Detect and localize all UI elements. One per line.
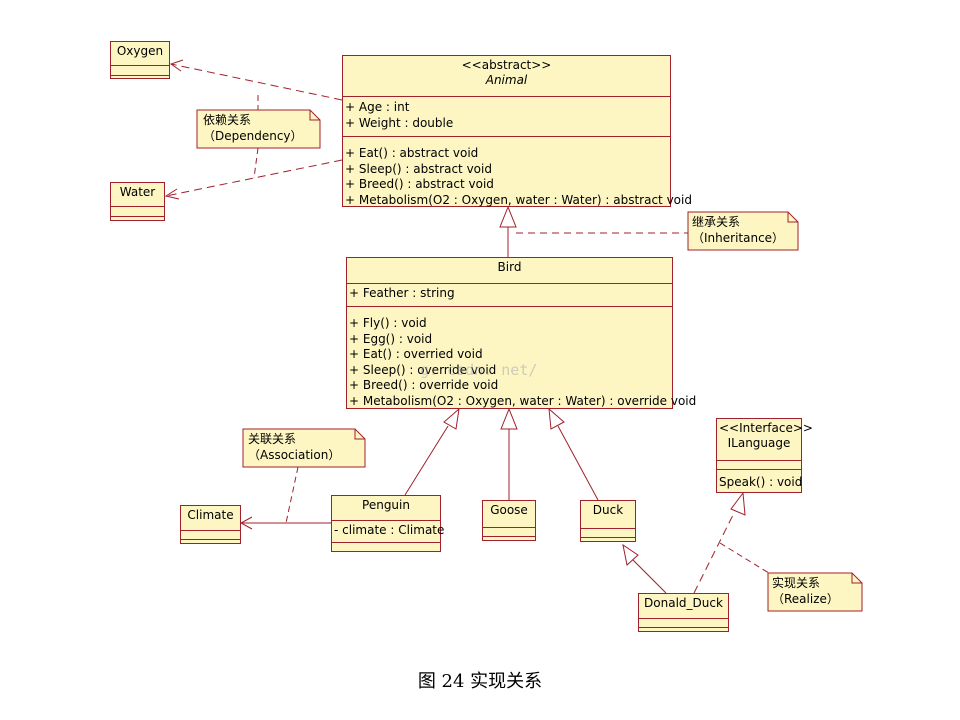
class-ilanguage-stereotype: <<Interface>> <box>719 421 813 435</box>
class-duck: Duck <box>580 500 636 542</box>
attribute-row: + Age : int <box>345 100 410 114</box>
class-penguin-attributes: - climate : Climate <box>332 520 445 542</box>
class-climate-name: Climate <box>187 508 234 522</box>
class-donald-duck-name: Donald_Duck <box>644 596 723 610</box>
class-ilanguage: <<Interface>> ILanguage Speak() : void <box>716 418 813 493</box>
association-penguin-climate <box>239 516 331 530</box>
note-inheritance-line2: （Inheritance） <box>692 231 784 245</box>
note-association-line1: 关联关系 <box>248 432 296 446</box>
class-penguin-name: Penguin <box>362 498 410 512</box>
figure-caption: 图 24 实现关系 <box>417 671 543 692</box>
operation-row: + Metabolism(O2 : Oxygen, water : Water)… <box>345 192 692 207</box>
note-realize-line1: 实现关系 <box>772 575 820 590</box>
class-donald-duck: Donald_Duck <box>638 593 729 632</box>
class-goose-name: Goose <box>490 503 528 517</box>
operation-row: + Sleep() : abstract void <box>345 161 492 176</box>
class-bird-operations: + Fly() : void + Egg() : void + Eat() : … <box>347 306 697 412</box>
dependency-arrow-oxygen <box>169 59 343 101</box>
class-ilanguage-name: ILanguage <box>727 436 791 450</box>
generalization-donald-duck <box>622 543 667 594</box>
generalization-goose-bird <box>500 407 518 500</box>
note-inheritance-line1: 继承关系 <box>692 215 740 229</box>
operation-row: + Breed() : override void <box>349 378 499 392</box>
class-water: Water <box>110 182 165 221</box>
operation-row: + Metabolism(O2 : Oxygen, water : Water)… <box>349 393 697 408</box>
watermark-text: g. csdn. net/ <box>420 361 538 379</box>
operation-row: + Egg() : void <box>349 331 433 346</box>
class-ilanguage-operations: Speak() : void <box>717 469 803 497</box>
generalization-penguin-bird <box>404 407 460 496</box>
generalization-bird-animal <box>499 205 517 257</box>
class-animal-stereotype: <<abstract>> <box>461 58 552 72</box>
class-oxygen: Oxygen <box>110 41 170 79</box>
class-oxygen-name: Oxygen <box>116 44 164 58</box>
class-goose: Goose <box>482 500 536 541</box>
note-association: 关联关系 （Association） <box>242 428 366 468</box>
note-association-line2: （Association） <box>248 448 340 462</box>
class-animal-header: <<abstract>> Animal <box>343 56 670 96</box>
note-dependency: 依赖关系 （Dependency） <box>196 109 321 149</box>
note-anchor-realize <box>719 542 773 576</box>
class-climate: Climate <box>180 505 241 544</box>
class-animal: <<abstract>> Animal + Age : int + Weight… <box>342 55 692 210</box>
class-bird-name: Bird <box>497 260 522 274</box>
generalization-duck-bird <box>548 407 599 501</box>
note-inheritance: 继承关系 （Inheritance） <box>687 211 799 251</box>
note-realize: 实现关系 （Realize） <box>767 572 863 612</box>
note-dependency-line2: （Dependency） <box>203 129 303 143</box>
operation-row: + Eat() : abstract void <box>345 146 479 160</box>
realization-donald-ilanguage <box>693 491 746 594</box>
note-realize-line2: （Realize） <box>772 592 839 606</box>
dependency-arrow-water <box>164 159 343 200</box>
attribute-row: - climate : Climate <box>334 523 445 537</box>
attribute-row: + Feather : string <box>349 286 455 300</box>
class-duck-name: Duck <box>592 503 624 517</box>
operation-row: Speak() : void <box>719 475 803 489</box>
class-animal-operations: + Eat() : abstract void + Sleep() : abst… <box>343 136 692 210</box>
operation-row: + Sleep() : override void <box>349 362 497 377</box>
operation-row: + Eat() : overried void <box>349 347 483 361</box>
class-water-name: Water <box>119 185 156 199</box>
class-bird-attributes: + Feather : string <box>347 283 672 306</box>
operation-row: + Fly() : void <box>349 316 427 330</box>
note-anchor-dependency-bottom <box>253 147 259 179</box>
attribute-row: + Weight : double <box>345 115 454 130</box>
class-animal-name: Animal <box>485 73 528 87</box>
class-ilanguage-header: <<Interface>> ILanguage <box>717 419 813 460</box>
operation-row: + Breed() : abstract void <box>345 177 494 191</box>
note-dependency-line1: 依赖关系 <box>203 112 251 127</box>
note-anchor-association <box>285 466 299 524</box>
class-penguin: Penguin - climate : Climate <box>331 495 445 552</box>
class-bird: Bird + Feather : string + Fly() : void +… <box>346 257 697 412</box>
class-animal-attributes: + Age : int + Weight : double <box>343 96 670 136</box>
